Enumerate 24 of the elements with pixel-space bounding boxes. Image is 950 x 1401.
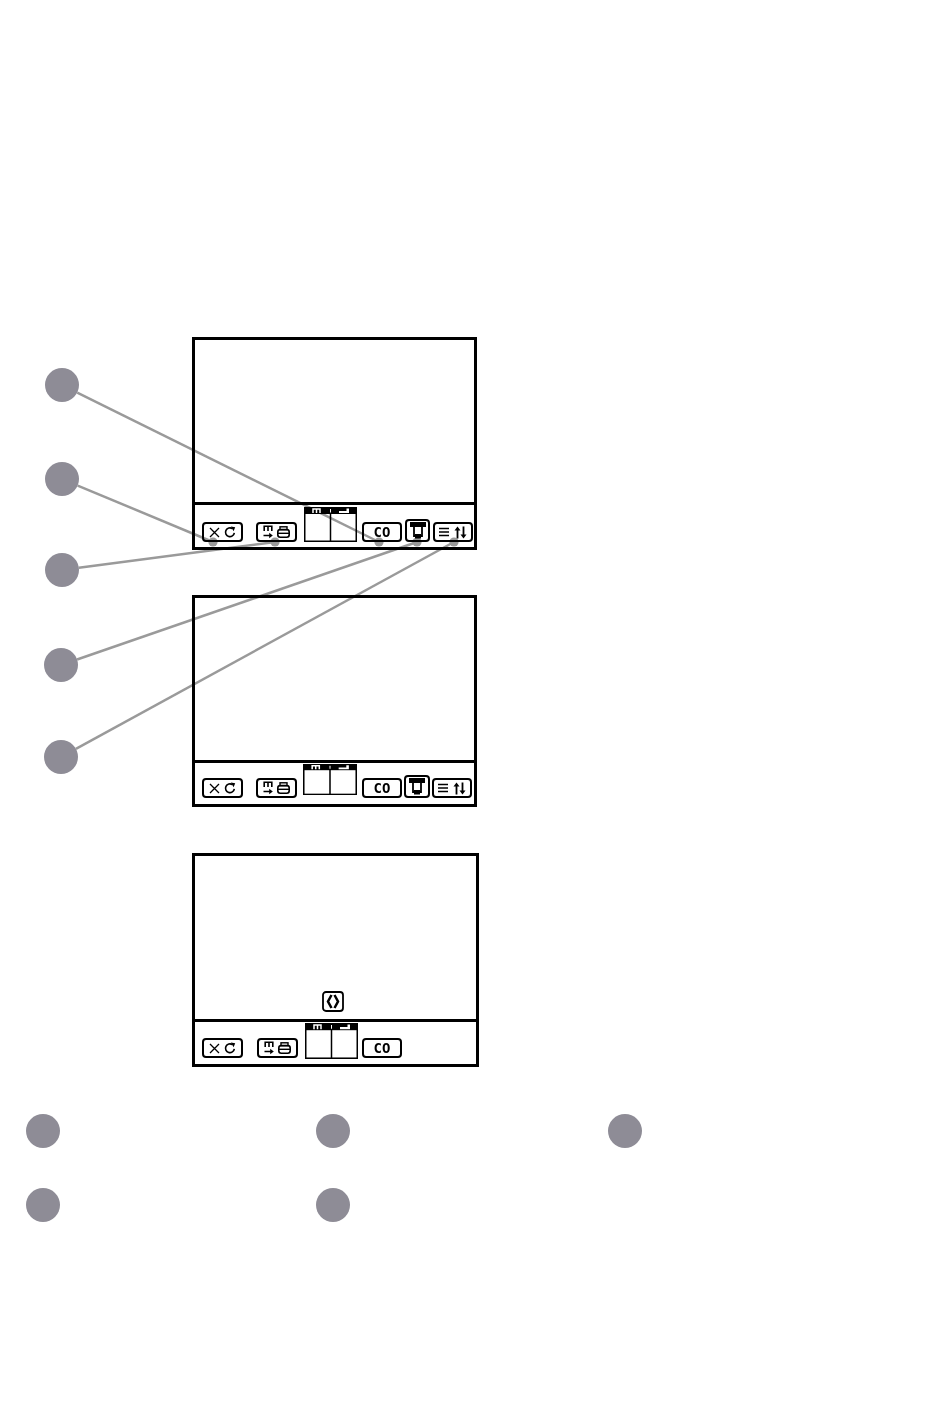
leader-line [78,537,280,569]
callout-circle [608,1114,642,1148]
softkey: CO [362,1038,402,1058]
leader-line [76,391,384,547]
softkey [433,522,473,542]
softkey [256,522,297,542]
display-screen [192,337,477,550]
callout-circle [316,1114,350,1148]
softkey: CO [362,778,402,798]
callout-circle [26,1114,60,1148]
display-screen [192,853,479,1067]
callout-circle [45,462,79,496]
leader-line [77,484,218,547]
leader-line [75,537,459,750]
callout-circle [26,1188,60,1222]
leader-line [76,537,422,661]
callout-circle [44,740,78,774]
softkey: CO [362,522,402,542]
callout-circle [44,648,78,682]
softkey [202,522,243,542]
callout-circle [45,368,79,402]
display-screen [192,595,477,807]
callout-circle [45,553,79,587]
callout-circle [316,1188,350,1222]
